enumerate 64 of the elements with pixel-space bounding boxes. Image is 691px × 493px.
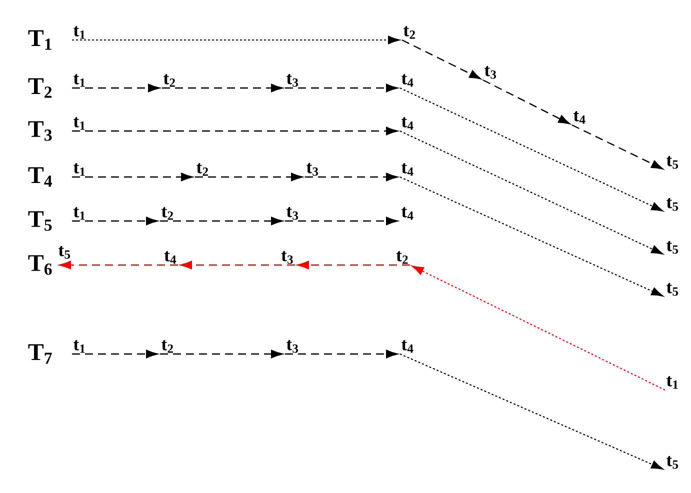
row-label: T$_{7}$ xyxy=(28,344,52,364)
time-label: t$_{3}$ xyxy=(484,66,496,79)
time-label: t$_{5}$ xyxy=(666,240,678,254)
time-label: t$_{4}$ xyxy=(401,207,414,220)
arrow xyxy=(572,124,664,170)
time-label: t$_{2}$ xyxy=(403,26,415,39)
time-label: t$_{3}$ xyxy=(281,250,293,264)
time-label: t$_{3}$ xyxy=(306,162,318,176)
time-label: t$_{4}$ xyxy=(574,111,586,124)
time-label: t$_{5}$ xyxy=(666,156,678,169)
time-label: t$_{1}$ xyxy=(73,340,85,353)
arrow xyxy=(482,79,570,124)
arrow xyxy=(402,39,482,80)
arrow xyxy=(72,350,158,358)
time-label: t$_{2}$ xyxy=(161,207,173,220)
arrow xyxy=(72,126,398,136)
time-label: t$_{5}$ xyxy=(666,282,678,296)
time-label: t$_{1}$ xyxy=(73,74,85,87)
arrow xyxy=(305,172,398,182)
time-label: t$_{1}$ xyxy=(666,376,678,389)
arrow xyxy=(400,130,664,254)
time-label: t$_{3}$ xyxy=(286,206,298,220)
time-label: t$_{1}$ xyxy=(73,26,85,39)
time-label: t$_{2}$ xyxy=(163,74,175,87)
arrow xyxy=(160,216,283,226)
arrow xyxy=(162,84,283,92)
time-label: t$_{4}$ xyxy=(401,340,414,353)
arrow xyxy=(180,260,295,270)
time-label: t$_{4}$ xyxy=(401,117,414,130)
arrow xyxy=(160,350,283,358)
time-label: t$_{1}$ xyxy=(73,207,85,220)
arrow xyxy=(412,266,666,390)
time-label: t$_{4}$ xyxy=(401,163,414,176)
time-label: t$_{5}$ xyxy=(58,246,70,259)
row-label: T$_{6}$ xyxy=(28,255,52,275)
row-label: T$_{1}$ xyxy=(28,30,52,50)
arrow xyxy=(72,216,158,226)
arrow xyxy=(59,260,178,270)
row-label: T$_{2}$ xyxy=(28,78,52,98)
arrow xyxy=(297,260,410,270)
arrow xyxy=(72,84,160,92)
arrow xyxy=(285,84,398,92)
time-label: t$_{2}$ xyxy=(161,340,173,353)
arrow xyxy=(400,88,664,212)
time-label: t$_{4}$ xyxy=(401,74,414,87)
time-label: t$_{3}$ xyxy=(286,74,298,87)
time-label: t$_{1}$ xyxy=(73,163,85,176)
row-label: T$_{5}$ xyxy=(28,211,52,231)
row-label: T$_{3}$ xyxy=(28,121,52,141)
arrow xyxy=(72,36,400,44)
row-label: T$_{4}$ xyxy=(28,167,52,187)
arrow xyxy=(285,350,398,358)
time-label: t$_{2}$ xyxy=(196,163,208,176)
time-label: t$_{1}$ xyxy=(73,117,85,130)
arrow xyxy=(400,176,664,296)
arrow xyxy=(195,172,303,182)
time-label: t$_{4}$ xyxy=(164,251,176,264)
arrow xyxy=(285,216,398,226)
time-label: t$_{2}$ xyxy=(396,251,408,264)
arrow xyxy=(400,354,664,470)
arrow xyxy=(72,172,193,182)
time-label: t$_{5}$ xyxy=(666,456,678,469)
time-label: t$_{3}$ xyxy=(286,340,298,353)
time-label: t$_{5}$ xyxy=(666,198,678,211)
